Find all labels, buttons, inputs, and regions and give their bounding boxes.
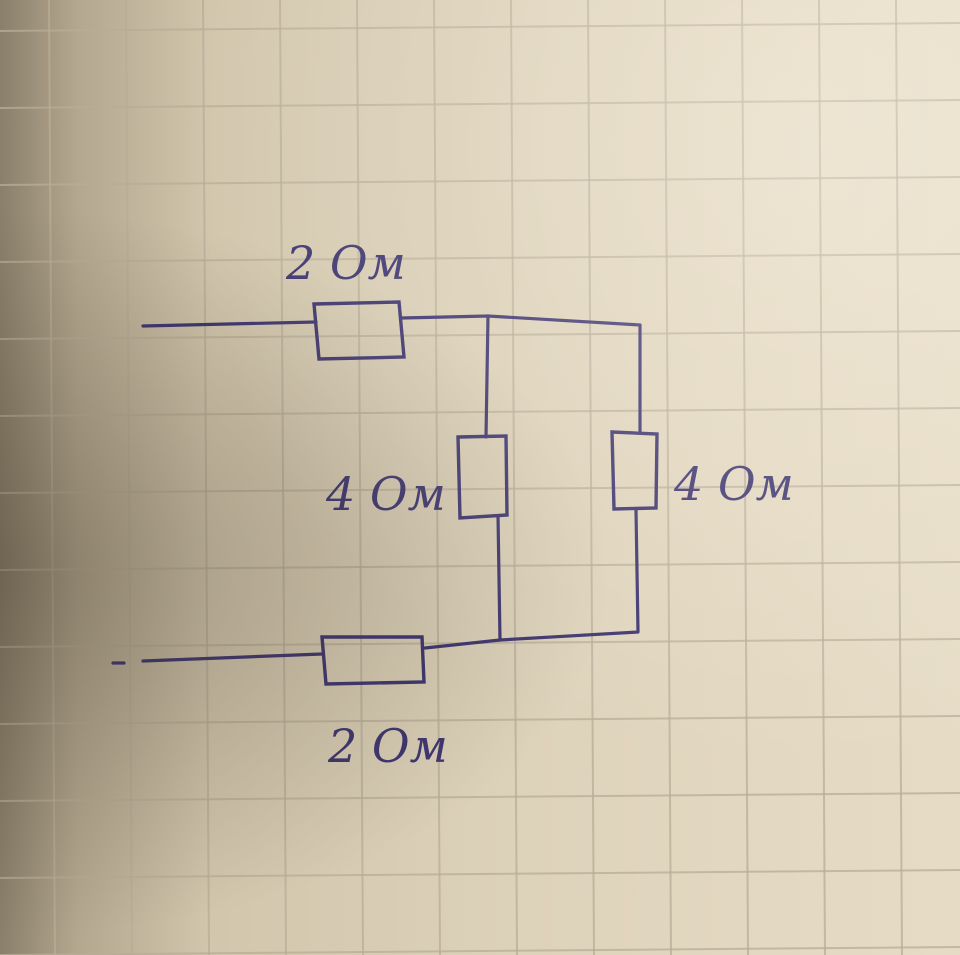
grid-line-vertical [125, 0, 133, 955]
resistor-right [610, 430, 659, 511]
wire-top-input [141, 320, 318, 328]
grid-line-horizontal [0, 22, 960, 32]
wire-middle-branch-bottom [496, 514, 502, 642]
grid-line-vertical [818, 0, 826, 955]
label-resistor-middle: 4 Ом [325, 467, 446, 521]
grid-line-horizontal [0, 946, 960, 955]
grid-line-vertical [356, 0, 364, 955]
grid-line-horizontal [0, 715, 960, 725]
grid-line-horizontal [0, 253, 960, 263]
grid-line-horizontal [0, 99, 960, 109]
grid-line-horizontal [0, 176, 960, 186]
label-resistor-bottom: 2 Ом [327, 719, 448, 773]
wire-right-branch-bottom [423, 508, 640, 650]
grid-line-vertical [48, 0, 56, 955]
grid-line-horizontal [0, 561, 960, 571]
grid-line-horizontal [0, 869, 960, 879]
grid-line-vertical [433, 0, 441, 955]
grid-line-vertical [895, 0, 903, 955]
resistor-bottom [320, 635, 426, 686]
grid-line-vertical [279, 0, 287, 955]
wire-top-rail [400, 314, 642, 434]
grid-line-horizontal [0, 407, 960, 417]
grid-line-horizontal [0, 330, 960, 340]
grid-line-vertical [202, 0, 210, 955]
wire-middle-branch-top [484, 314, 490, 439]
wire-bottom-input [141, 652, 324, 663]
grid-line-vertical [741, 0, 749, 955]
label-resistor-right: 4 Ом [673, 457, 794, 511]
resistor-middle [456, 434, 509, 520]
grid-line-horizontal [0, 484, 960, 494]
label-resistor-top: 2 Ом [285, 236, 406, 290]
grid-line-horizontal [0, 792, 960, 802]
resistor-top [312, 300, 406, 361]
